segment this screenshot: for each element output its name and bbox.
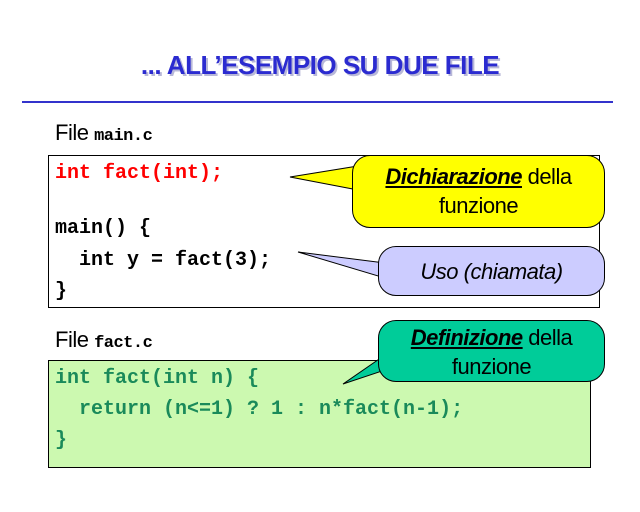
usage-tail [297, 251, 386, 279]
code-line-call: int y = fact(3); [55, 249, 272, 272]
declaration-tail [289, 165, 359, 191]
slide-title: ... ALL’ESEMPIO SU DUE FILE [140, 50, 500, 80]
code-line-close: } [55, 280, 68, 303]
callout-emphasis: Definizione [410, 325, 523, 350]
file-word: File [55, 327, 89, 352]
code-line-declaration: int fact(int); [55, 162, 224, 185]
definition-callout: Definizione della funzione [378, 320, 605, 382]
file-main-label: File main.c [55, 120, 153, 146]
code-line-def-head: int fact(int n) { [55, 367, 260, 390]
file-fact-label: File fact.c [55, 327, 153, 353]
callout-text: della [521, 164, 572, 189]
file-name: main.c [94, 127, 153, 146]
code-line-main: main() { [55, 217, 152, 240]
code-line-return: return (n<=1) ? 1 : n*fact(n-1); [55, 398, 464, 421]
callout-text: funzione [451, 354, 532, 379]
usage-callout: Uso (chiamata) [378, 246, 605, 296]
file-word: File [55, 120, 89, 145]
callout-text: della [522, 325, 573, 350]
file-name: fact.c [94, 334, 153, 353]
title-divider [22, 101, 613, 103]
callout-text: funzione [438, 193, 519, 218]
callout-emphasis: Dichiarazione [385, 164, 522, 189]
code-line-def-close: } [55, 429, 68, 452]
